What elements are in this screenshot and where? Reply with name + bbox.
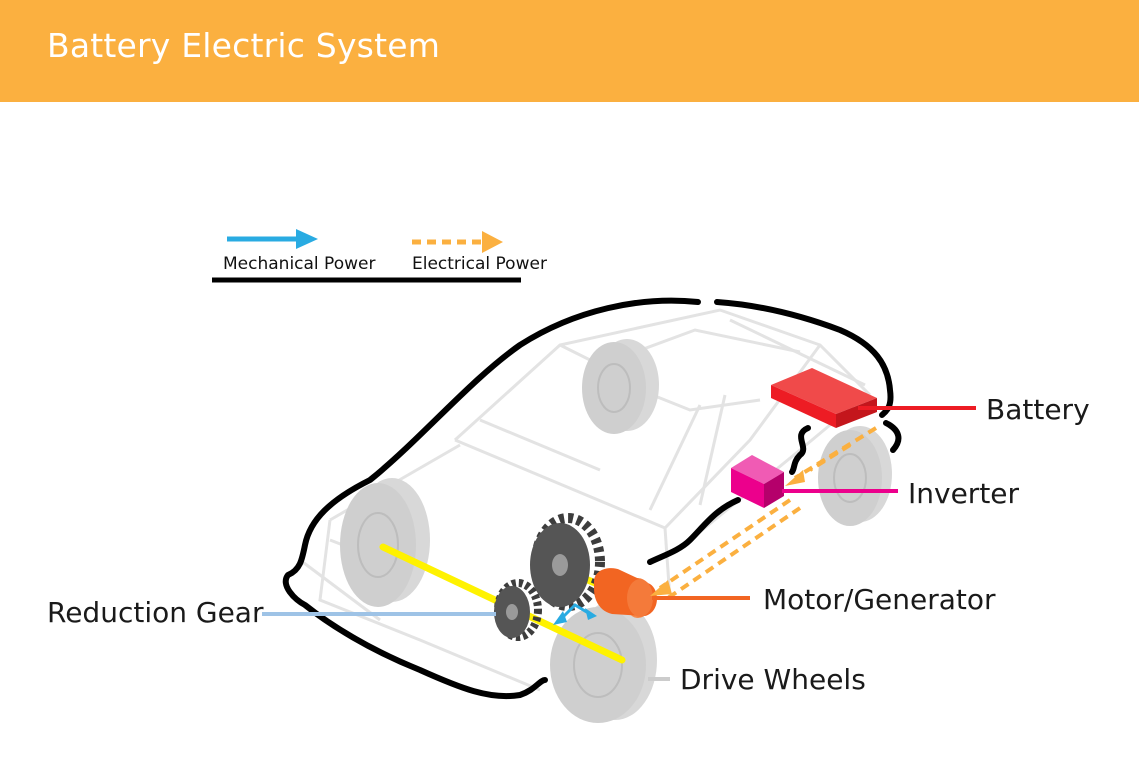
electrical-arrowhead-motor bbox=[650, 580, 672, 596]
drive-wheel bbox=[550, 600, 657, 723]
inverter bbox=[731, 455, 784, 508]
mechanical-flow-arrow bbox=[558, 603, 591, 622]
legend-electrical-label: Electrical Power bbox=[412, 254, 547, 274]
motor-generator-label: Motor/Generator bbox=[763, 583, 996, 616]
mechanical-flow-arrowhead-right bbox=[585, 608, 597, 620]
battery-electric-system-diagram: Mechanical Power Electrical Power bbox=[47, 229, 1090, 723]
front-left-wheel bbox=[340, 478, 430, 607]
small-gear bbox=[494, 579, 542, 641]
rear-left-wheel bbox=[582, 339, 659, 434]
mechanical-arrow-icon bbox=[296, 229, 318, 249]
motor-generator bbox=[594, 568, 657, 618]
rear-right-wheel bbox=[818, 426, 892, 526]
battery bbox=[771, 368, 877, 428]
electrical-arrow-icon bbox=[482, 231, 503, 253]
legend-mechanical-label: Mechanical Power bbox=[223, 254, 375, 274]
page-title: Battery Electric System bbox=[47, 26, 441, 65]
car-outline bbox=[282, 297, 902, 700]
legend: Mechanical Power Electrical Power bbox=[212, 229, 547, 283]
reduction-gear-label: Reduction Gear bbox=[47, 596, 264, 629]
inverter-label: Inverter bbox=[908, 477, 1020, 510]
drive-wheels-label: Drive Wheels bbox=[680, 663, 866, 696]
legend-electrical: Electrical Power bbox=[412, 231, 547, 274]
electrical-arrowhead-inverter bbox=[785, 470, 805, 486]
large-gear bbox=[530, 513, 605, 611]
electrical-flows bbox=[658, 426, 878, 600]
header-bar: Battery Electric System bbox=[0, 0, 1139, 102]
mechanical-flow-arrowhead-left bbox=[553, 611, 567, 625]
battery-label: Battery bbox=[986, 393, 1090, 426]
legend-mechanical: Mechanical Power bbox=[223, 229, 375, 274]
